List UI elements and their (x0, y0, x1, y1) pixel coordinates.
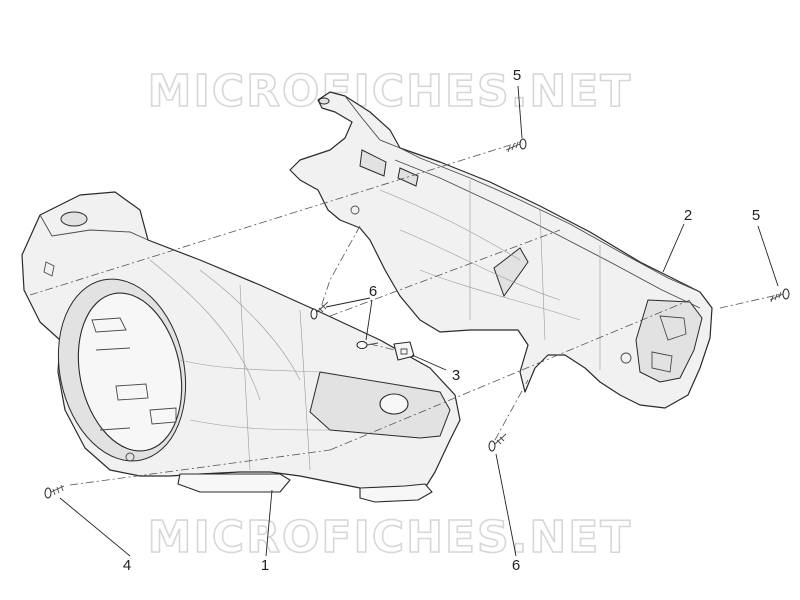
front-handlebar-cover (21, 191, 461, 503)
callout-part-3: 3 (452, 367, 460, 384)
screw-right-5 (769, 288, 790, 303)
watermark-bottom: MICROFICHES.NET (148, 512, 633, 563)
callout-part-6-mid: 6 (369, 283, 377, 300)
callout-part-2: 2 (684, 207, 692, 224)
callout-part-1: 1 (261, 557, 269, 574)
assembly-lines (29, 141, 783, 486)
callout-part-4: 4 (123, 557, 131, 574)
clip-part-3 (393, 341, 415, 361)
screw-top-5 (505, 138, 527, 153)
screw-mid-6 (310, 301, 329, 320)
rear-handlebar-cover (289, 91, 713, 409)
screw-small-6 (356, 341, 379, 349)
screw-bottom-6 (488, 433, 507, 452)
watermark-top: MICROFICHES.NET (148, 66, 633, 117)
callout-part-5-right: 5 (752, 207, 760, 224)
leader-lines (59, 85, 779, 557)
screw-left-4 (44, 484, 65, 499)
callout-part-5-top: 5 (513, 67, 521, 84)
callout-part-6-bottom: 6 (512, 557, 520, 574)
